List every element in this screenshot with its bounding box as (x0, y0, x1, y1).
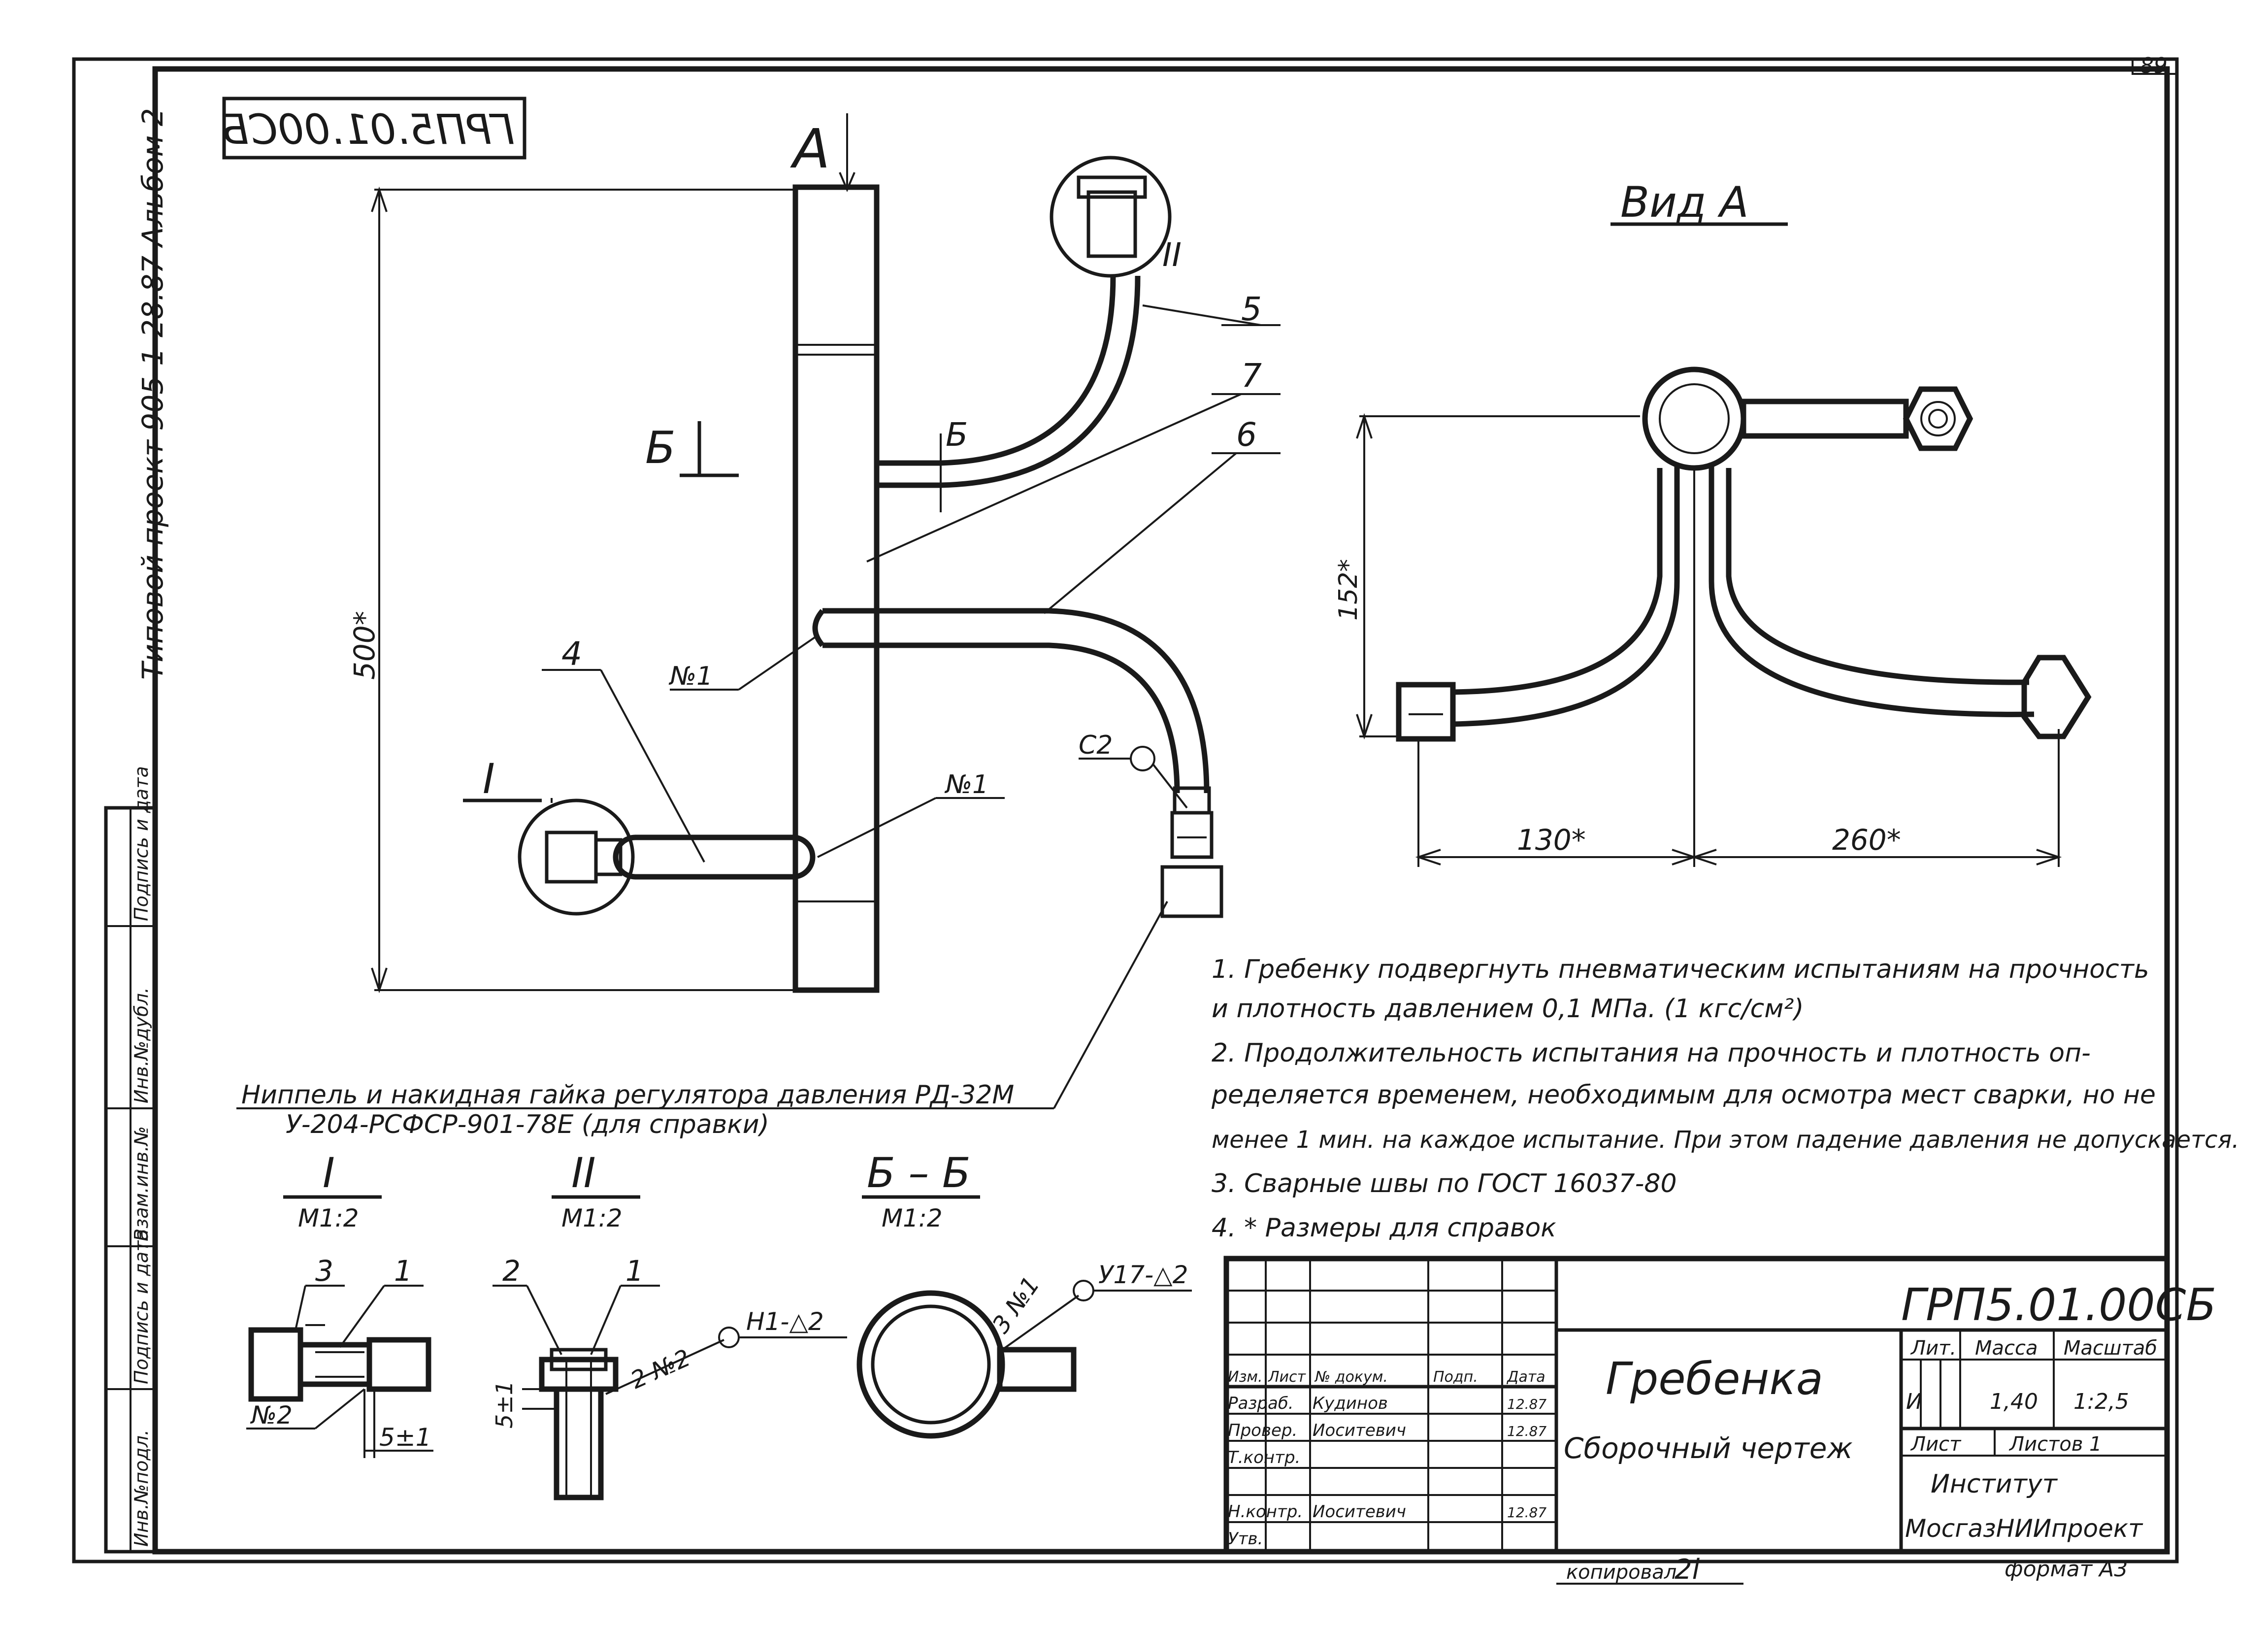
dim-view-152: 152* (1334, 559, 1363, 621)
callout-7: 7 (1241, 357, 1262, 395)
nipple-note-line-1: Ниппель и накидная гайка регулятора давл… (241, 1080, 1014, 1110)
side-stamp-field-5: Инв.№подл. (131, 1430, 152, 1547)
corner-stamp: ГРП5.01.00СБ (220, 97, 526, 160)
tb-mass-value: 1,40 (1990, 1389, 2038, 1414)
callout-6: 6 (1236, 416, 1257, 454)
tb-org-line-1: Институт (1931, 1469, 2058, 1499)
detail-II-dim: 5±1 (491, 1381, 518, 1429)
bottom-stamps: копировал 2l формат А3 (1556, 1554, 2128, 1586)
side-stamp: Подпись и дата Инв.№дубл. Взам.инв.№ Под… (104, 766, 157, 1554)
detail-I-weld: №2 (250, 1401, 293, 1430)
view-a: Вид А 152* 130* 260* (1334, 178, 2092, 867)
tb-role-2: Провер. (1228, 1421, 1297, 1440)
tb-scale-value: 1:2,5 (2073, 1389, 2129, 1414)
side-stamp-field-1: Подпись и дата (131, 766, 152, 921)
tb-role-1: Разраб. (1228, 1394, 1294, 1413)
tb-name: Гребенка (1606, 1353, 1823, 1405)
note-line-1: 1. Гребенку подвергнуть пневматическим и… (1212, 955, 2149, 984)
section-b-b: Б – Б М1:2 3 №1 У17-△2 (856, 1149, 1192, 1439)
tb-date-1: 12.87 (1507, 1396, 1546, 1412)
detail-II-weld: 2 №2 (626, 1344, 694, 1395)
note-line-5: менее 1 мин. на каждое испытание. При эт… (1212, 1126, 2239, 1154)
copied-sign: 2l (1675, 1554, 1700, 1586)
tb-lit-label: Лит. (1910, 1337, 1956, 1360)
detail-II-symbol: Н1-△2 (746, 1307, 824, 1336)
corner-stamp-text: ГРП5.01.00СБ (220, 105, 515, 154)
detail-II: II М1:2 2 1 2 №2 Н1-△2 5±1 (491, 1149, 847, 1500)
side-stamp-field-4: Подпись и дата (131, 1229, 152, 1384)
tb-scale-label: Масштаб (2064, 1337, 2157, 1360)
side-stamp-field-3: Взам.инв.№ (131, 1126, 152, 1241)
zone-II-circle (1050, 156, 1172, 278)
view-arrow-label-a: А (790, 117, 830, 180)
detail-I-pos1: 1 (394, 1254, 412, 1288)
tb-date-4: 12.87 (1507, 1504, 1546, 1521)
section-bb-scale: М1:2 (882, 1204, 943, 1232)
tb-lit-value: И (1906, 1389, 1922, 1414)
note-line-7: 4. * Размеры для справок (1212, 1213, 1556, 1243)
tb-role-3: Т.контр. (1228, 1448, 1300, 1467)
tb-name-1: Кудинов (1313, 1394, 1388, 1413)
page-number: 89 (2140, 53, 2168, 78)
weld-n1-upper: №1 (668, 662, 713, 691)
tb-sheet-label: Лист (1910, 1433, 1962, 1456)
main-view: А 500* Б Б II 5 7 (236, 113, 1281, 1139)
tb-col-sign: Подп. (1433, 1368, 1478, 1386)
detail-II-title: II (571, 1149, 596, 1197)
tb-mass-label: Масса (1975, 1337, 2038, 1360)
callout-zone-I: I (483, 755, 495, 803)
sheet-frame: 89 (72, 53, 2179, 1563)
detail-I-title: I (323, 1149, 335, 1197)
callout-5: 5 (1241, 290, 1262, 328)
detail-I-scale: М1:2 (298, 1204, 359, 1232)
dim-height-500: 500* (348, 611, 381, 680)
tb-name-2: Иоситевич (1313, 1421, 1406, 1440)
section-bb-title: Б – Б (867, 1149, 971, 1197)
callout-zone-II: II (1162, 236, 1182, 274)
detail-II-pos2: 2 (502, 1254, 521, 1288)
detail-I-pos3: 3 (315, 1254, 333, 1288)
note-line-3: 2. Продолжительность испытания на прочно… (1212, 1038, 2091, 1068)
note-line-6: 3. Сварные швы по ГОСТ 16037-80 (1212, 1169, 1677, 1198)
note-line-2: и плотность давлением 0,1 МПа. (1 кгс/см… (1212, 994, 1804, 1024)
section-label-b-top: Б (946, 416, 968, 454)
technical-notes: 1. Гребенку подвергнуть пневматическим и… (1211, 955, 2239, 1243)
tb-designation: ГРП5.01.00СБ (1901, 1279, 2216, 1331)
tb-col-date: Дата (1506, 1368, 1545, 1386)
side-stamp-field-2: Инв.№дубл. (131, 987, 152, 1103)
note-line-4: ределяется временем, необходимым для осм… (1211, 1080, 2156, 1110)
copied-by: копировал (1566, 1561, 1676, 1584)
tb-col-izm: Изм. (1228, 1368, 1263, 1386)
detail-II-scale: М1:2 (561, 1204, 623, 1232)
tb-sheets-label: Листов 1 (2008, 1433, 2102, 1456)
tb-col-doc: № докум. (1314, 1368, 1388, 1386)
section-label-b-left: Б (645, 422, 676, 474)
tb-role-4: Н.контр. (1228, 1502, 1303, 1522)
section-bb-symbol: У17-△2 (1098, 1261, 1188, 1289)
nipple-note-line-2: У-204-РСФСР-901-78Е (для справки) (286, 1110, 769, 1139)
callout-4: 4 (561, 635, 582, 673)
detail-I-dim: 5±1 (379, 1423, 431, 1452)
weld-c2: С2 (1079, 731, 1113, 760)
weld-n1-lower: №1 (944, 770, 988, 799)
album-note: Типовой проект 905-1-28.87 Альбом 2 (136, 108, 169, 680)
sheet-format: формат А3 (2005, 1557, 2128, 1582)
tb-col-list: Лист (1268, 1368, 1307, 1386)
tb-name-4: Иоситевич (1313, 1502, 1406, 1522)
section-bb-weld: 3 №1 (987, 1271, 1045, 1338)
dim-view-260: 260* (1832, 823, 1901, 857)
tb-date-2: 12.87 (1507, 1423, 1546, 1439)
zone-I-circle (518, 798, 635, 916)
detail-II-pos1: 1 (625, 1254, 644, 1288)
tb-role-5: Утв. (1228, 1529, 1263, 1549)
detail-I: I М1:2 3 1 №2 5±1 (246, 1149, 433, 1458)
view-a-title: Вид А (1620, 178, 1749, 227)
title-block: Изм. Лист № докум. Подп. Дата Разраб. Ку… (1223, 1256, 2216, 1555)
dim-view-130: 130* (1517, 823, 1586, 857)
tb-doc-type: Сборочный чертеж (1564, 1431, 1853, 1465)
tb-org-line-2: МосгазНИИпроект (1905, 1514, 2143, 1543)
